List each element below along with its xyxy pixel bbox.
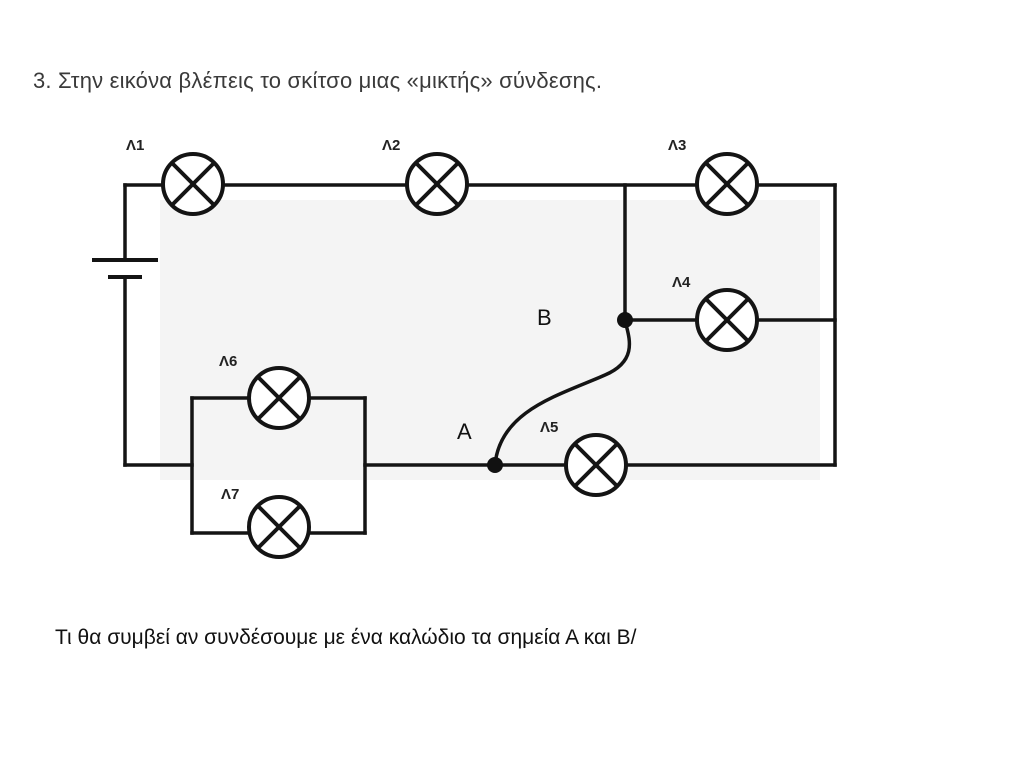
exercise-title: 3. Στην εικόνα βλέπεις το σκίτσο μιας «μ… (33, 68, 603, 93)
question-text: Τι θα συμβεί αν συνδέσουμε με ένα καλώδι… (55, 626, 637, 649)
wire-a-to-b (493, 317, 632, 467)
lamp-label-l6: Λ6 (219, 353, 237, 370)
battery-icon (92, 258, 158, 279)
lamp-label-l3: Λ3 (668, 137, 686, 154)
lamp-label-l5: Λ5 (540, 419, 558, 436)
lamp-l7 (247, 495, 311, 559)
lamp-l5 (564, 433, 628, 497)
lamp-l3 (695, 152, 759, 216)
point-a-label: A (457, 419, 472, 444)
point-b-dot (617, 312, 633, 328)
point-a-dot (487, 457, 503, 473)
point-b-label: B (537, 305, 552, 330)
lamp-label-l1: Λ1 (126, 137, 144, 154)
lamp-label-l2: Λ2 (382, 137, 400, 154)
lamp-l1 (161, 152, 225, 216)
lamp-label-l7: Λ7 (221, 486, 239, 503)
lamp-label-l4: Λ4 (672, 274, 691, 291)
lamp-l2 (405, 152, 469, 216)
lamp-l6 (247, 366, 311, 430)
lamp-l4 (695, 288, 759, 352)
